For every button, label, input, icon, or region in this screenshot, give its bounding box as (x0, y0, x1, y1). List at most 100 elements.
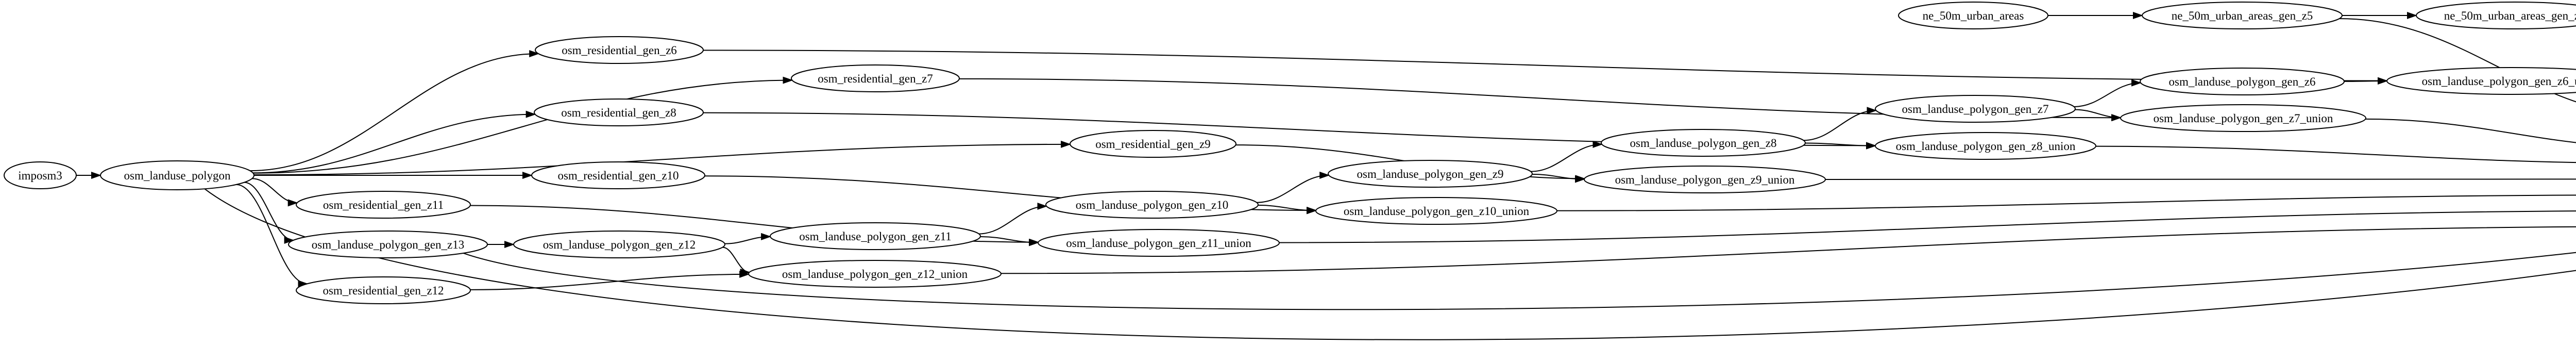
node-osm_landuse_polygon_gen_z7_union: osm_landuse_polygon_gen_z7_union (2120, 104, 2366, 132)
edge-osm_landuse_polygon_gen_z9-to-osm_landuse_polygon_gen_z8 (1531, 140, 1603, 172)
node-osm_landuse_polygon_gen_z8_union-ellipse (1875, 132, 2096, 160)
node-osm_landuse_polygon_gen_z13: osm_landuse_polygon_gen_z13 (288, 231, 488, 258)
node-osm_residential_gen_z10: osm_residential_gen_z10 (531, 161, 705, 189)
node-label: osm_landuse_polygon_gen_z7_union (2154, 112, 2333, 125)
node-osm_landuse_polygon_gen_z8-ellipse (1601, 129, 1806, 157)
node-label: osm_landuse_polygon_gen_z9_union (1615, 173, 1795, 186)
node-osm_landuse_polygon_gen_z10-ellipse (1045, 191, 1259, 219)
edge-osm_landuse_polygon-to-osm_residential_gen_z7 (253, 76, 793, 174)
node-osm_landuse_polygon_gen_z10_union: osm_landuse_polygon_gen_z10_union (1315, 197, 1557, 225)
node-osm_residential_gen_z12-ellipse (296, 276, 471, 304)
node-label: osm_residential_gen_z8 (561, 106, 676, 119)
node-label: ne_50m_urban_areas_gen_z5 (2172, 9, 2313, 22)
edge-osm_landuse_polygon-to-osm_landuse_polygon_gen_z13 (244, 182, 295, 244)
node-osm_landuse_polygon_gen_z8_union: osm_landuse_polygon_gen_z8_union (1875, 132, 2096, 160)
node-label: osm_residential_gen_z11 (323, 199, 444, 211)
edge-osm_landuse_polygon-to-osm_residential_gen_z8 (252, 110, 536, 174)
node-label: osm_residential_gen_z6 (562, 44, 677, 57)
node-osm_residential_gen_z8-ellipse (534, 98, 704, 126)
node-label: osm_landuse_polygon_gen_z8_union (1896, 140, 2076, 153)
node-osm_landuse_polygon_gen_z6_union: osm_landuse_polygon_gen_z6_union (2386, 67, 2576, 95)
node-osm_residential_gen_z7: osm_residential_gen_z7 (791, 64, 960, 92)
node-osm_residential_gen_z6-ellipse (535, 36, 704, 64)
edge-osm_landuse_polygon_gen_z12-to-osm_landuse_polygon_gen_z11 (724, 233, 772, 244)
node-osm_landuse_polygon_gen_z7_union-ellipse (2120, 104, 2366, 132)
node-osm_landuse_polygon_gen_z12-ellipse (513, 231, 725, 258)
node-label: osm_landuse_polygon_gen_z9 (1357, 168, 1504, 180)
node-osm_landuse_polygon_gen_z7-ellipse (1875, 95, 2076, 123)
edge-osm_landuse_polygon_gen_z10-to-osm_landuse_polygon_gen_z9 (1257, 171, 1330, 203)
edge-osm_landuse_polygon_gen_z12-to-osm_landuse_polygon_gen_z12_union (722, 246, 751, 276)
node-osm_residential_gen_z11-ellipse (296, 191, 471, 219)
node-label: osm_landuse_polygon_gen_z6 (2169, 75, 2316, 88)
node-osm_landuse_polygon_gen_z10_union-ellipse (1315, 197, 1557, 225)
node-label: osm_landuse_polygon_gen_z11 (799, 230, 952, 243)
node-label: ne_50m_urban_areas_gen_z4 (2444, 9, 2576, 22)
node-osm_landuse_polygon_gen_z11_union: osm_landuse_polygon_gen_z11_union (1038, 229, 1280, 257)
edge-osm_landuse_polygon_gen_z8_union-to-layer_landuse-z8 (2095, 145, 2576, 163)
node-label: osm_residential_gen_z12 (323, 284, 444, 297)
node-osm_landuse_polygon-ellipse (100, 160, 255, 190)
edge-osm_landuse_polygon_gen_z7_union-to-layer_landuse-z7 (2365, 118, 2576, 143)
node-osm_landuse_polygon_gen_z9-ellipse (1328, 160, 1533, 188)
node-ne_50m_urban_areas_gen_z4-ellipse (2416, 2, 2576, 29)
edge-osm_landuse_polygon_gen_z10_union-to-layer_landuse-z10 (1556, 194, 2576, 211)
node-osm_landuse_polygon_gen_z9: osm_landuse_polygon_gen_z9 (1328, 160, 1533, 188)
node-label: osm_landuse_polygon_gen_z11_union (1066, 237, 1251, 250)
node-label: osm_landuse_polygon_gen_z12_union (782, 268, 968, 281)
node-osm_landuse_polygon_gen_z11-ellipse (770, 222, 981, 250)
node-osm_landuse_polygon_gen_z12_union-ellipse (748, 260, 1002, 288)
node-osm_landuse_polygon_gen_z12_union: osm_landuse_polygon_gen_z12_union (748, 260, 1002, 288)
node-osm_landuse_polygon_gen_z13-ellipse (288, 231, 488, 258)
node-osm_landuse_polygon_gen_z12: osm_landuse_polygon_gen_z12 (513, 231, 725, 258)
node-osm_landuse_polygon_gen_z6: osm_landuse_polygon_gen_z6 (2140, 68, 2345, 95)
node-osm_landuse_polygon_gen_z6-ellipse (2140, 68, 2345, 95)
edge-osm_landuse_polygon-to-layer_landuse-z14+ (204, 188, 2576, 340)
edge-osm_landuse_polygon_gen_z7-to-osm_landuse_polygon_gen_z7_union (2075, 109, 2122, 122)
node-label: osm_landuse_polygon (124, 169, 231, 182)
node-osm_landuse_polygon_gen_z11: osm_landuse_polygon_gen_z11 (770, 222, 981, 250)
edge-osm_landuse_polygon-to-osm_residential_gen_z11 (252, 178, 298, 207)
node-ne_50m_urban_areas_gen_z4: ne_50m_urban_areas_gen_z4 (2416, 2, 2576, 29)
node-osm_residential_gen_z8: osm_residential_gen_z8 (534, 98, 704, 126)
node-label: osm_landuse_polygon_gen_z10_union (1344, 205, 1530, 218)
edge-osm_landuse_polygon_gen_z8-to-osm_landuse_polygon_gen_z7 (1803, 107, 1877, 141)
node-osm_residential_gen_z9-ellipse (1070, 130, 1236, 158)
node-label: osm_landuse_polygon_gen_z8 (1630, 137, 1777, 150)
node-imposm3-ellipse (4, 161, 77, 189)
node-label: osm_landuse_polygon_gen_z13 (312, 238, 464, 251)
edge-ne_50m_urban_areas_gen_z5-to-layer_landuse-z5 (2339, 18, 2576, 103)
node-label: osm_residential_gen_z10 (557, 169, 679, 182)
edge-osm_landuse_polygon_gen_z7-to-osm_landuse_polygon_gen_z6 (2074, 79, 2142, 107)
node-osm_residential_gen_z6: osm_residential_gen_z6 (535, 36, 704, 64)
node-label: imposm3 (18, 169, 62, 182)
node-osm_residential_gen_z12: osm_residential_gen_z12 (296, 276, 471, 304)
edge-osm_landuse_polygon-to-osm_residential_gen_z6 (250, 50, 540, 172)
node-label: osm_landuse_polygon_gen_z12 (543, 238, 696, 251)
node-osm_landuse_polygon: osm_landuse_polygon (100, 160, 255, 190)
node-osm_residential_gen_z9: osm_residential_gen_z9 (1070, 130, 1236, 158)
node-label: osm_residential_gen_z9 (1095, 138, 1211, 151)
node-ne_50m_urban_areas_gen_z5-ellipse (2142, 2, 2343, 29)
node-label: osm_landuse_polygon_gen_z10 (1076, 199, 1228, 211)
node-ne_50m_urban_areas: ne_50m_urban_areas (1898, 2, 2048, 29)
node-osm_landuse_polygon_gen_z10: osm_landuse_polygon_gen_z10 (1045, 191, 1259, 219)
node-osm_landuse_polygon_gen_z9_union-ellipse (1584, 166, 1826, 193)
node-osm_landuse_polygon_gen_z7: osm_landuse_polygon_gen_z7 (1875, 95, 2076, 123)
node-label: ne_50m_urban_areas (1923, 9, 2024, 22)
node-osm_landuse_polygon_gen_z9_union: osm_landuse_polygon_gen_z9_union (1584, 166, 1826, 193)
node-label: osm_residential_gen_z7 (818, 72, 933, 85)
node-osm_residential_gen_z7-ellipse (791, 64, 960, 92)
node-ne_50m_urban_areas-ellipse (1898, 2, 2048, 29)
edge-osm_landuse_polygon_gen_z11-to-osm_landuse_polygon_gen_z10 (978, 202, 1048, 235)
edge-osm_landuse_polygon-to-osm_residential_gen_z12 (236, 184, 309, 288)
node-imposm3: imposm3 (4, 161, 77, 189)
node-osm_residential_gen_z10-ellipse (531, 161, 705, 189)
node-osm_residential_gen_z11: osm_residential_gen_z11 (296, 191, 471, 219)
edge-osm_landuse_polygon_gen_z12_union-to-layer_landuse-z12 (1001, 226, 2576, 274)
node-label: osm_landuse_polygon_gen_z6_union (2422, 75, 2576, 88)
edge-osm_landuse_polygon_gen_z11_union-to-layer_landuse-z11 (1279, 210, 2576, 243)
node-osm_landuse_polygon_gen_z6_union-ellipse (2386, 67, 2576, 95)
